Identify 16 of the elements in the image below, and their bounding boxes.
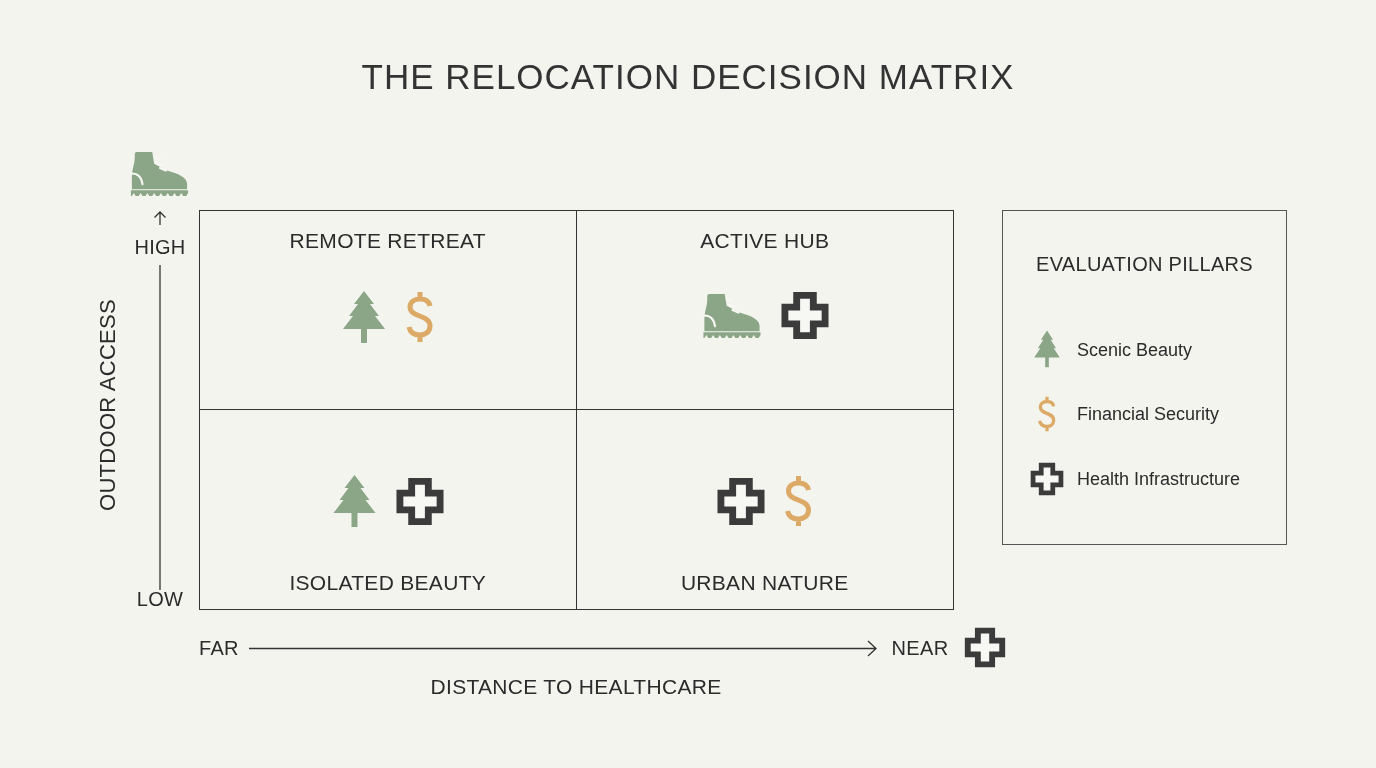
axis-label: DISTANCE TO HEALTHCARE — [430, 674, 722, 700]
quadrant-title: ISOLATED BEAUTY — [289, 570, 487, 596]
axis-label: HIGH — [134, 235, 186, 259]
legend-text: Health Infrastructure — [1077, 468, 1241, 490]
quadrant-title: ACTIVE HUB — [700, 228, 830, 254]
diagram-title: THE RELOCATION DECISION MATRIX — [361, 56, 1015, 98]
axis-label: LOW — [136, 587, 184, 611]
axis-label: NEAR — [891, 636, 949, 660]
quadrant-title: URBAN NATURE — [680, 570, 849, 596]
axis-label: FAR — [199, 636, 239, 660]
axis-label: OUTDOOR ACCESS — [94, 299, 121, 511]
legend-text: Financial Security — [1077, 403, 1220, 425]
legend-title: EVALUATION PILLARS — [1036, 252, 1253, 277]
quadrant-title: REMOTE RETREAT — [289, 228, 486, 254]
quadrant-cell — [200, 211, 577, 410]
legend-text: Scenic Beauty — [1077, 338, 1193, 360]
